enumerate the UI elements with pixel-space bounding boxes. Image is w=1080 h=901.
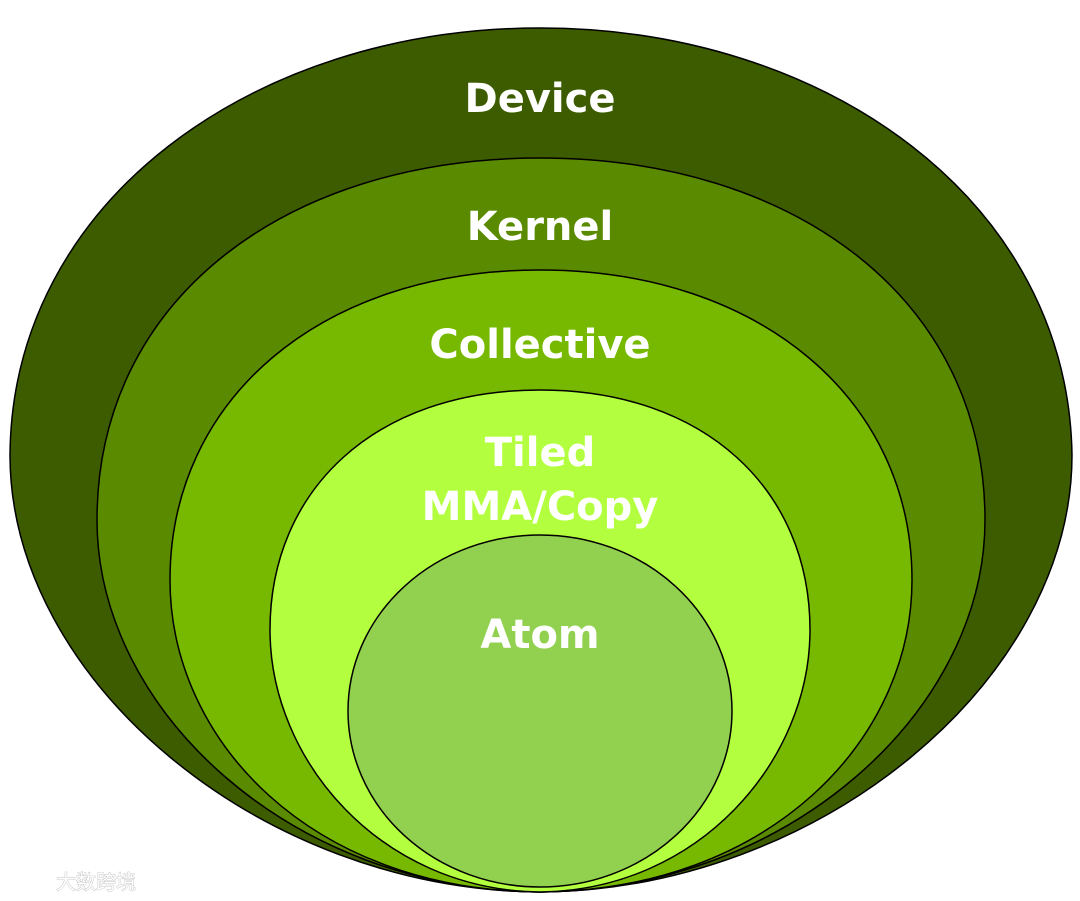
watermark-text: 大数跨境 xyxy=(56,870,136,894)
layer-tiled-label-line2: MMA/Copy xyxy=(422,484,659,530)
layer-device-label: Device xyxy=(465,76,616,122)
watermark-logo-icon xyxy=(11,868,51,892)
layer-atom-label: Atom xyxy=(480,612,599,658)
layer-kernel-label: Kernel xyxy=(467,204,613,250)
watermark: 大数跨境 xyxy=(11,868,136,894)
layer-tiled-label-line1: Tiled xyxy=(485,430,595,476)
layer-collective-label: Collective xyxy=(429,322,650,368)
layer-atom-shape xyxy=(347,534,733,888)
